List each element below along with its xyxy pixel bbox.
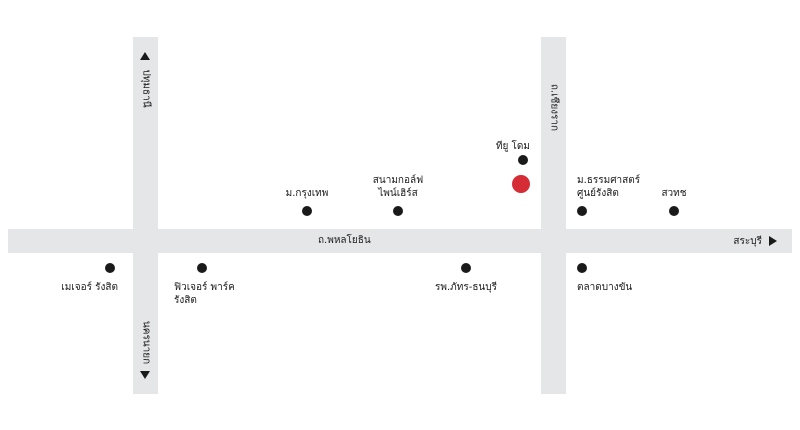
marker-future-park	[197, 263, 207, 273]
marker-phat-hospital	[461, 263, 471, 273]
label-tu-dome: ทียู โดม	[495, 141, 530, 152]
road-label-phahonyothin: ถ.พหลโยธิน	[318, 235, 371, 246]
road-phahonyothin	[8, 229, 792, 253]
label-bang-khan-market: ตลาดบางขัน	[577, 282, 633, 293]
road-label-nakhon-nayok: นครนายก	[140, 320, 152, 365]
label-phat-hospital: รพ.ภัทร-ธนบุรี	[435, 282, 497, 293]
road-label-pathum-thani: ปทุมธานี	[140, 69, 152, 108]
road-label-saraburi: สระบุรี	[733, 236, 762, 247]
marker-bangkok-university	[302, 206, 312, 216]
label-thammasat-line1: ม.ธรรมศาสตร์	[577, 175, 641, 186]
marker-tu-dome	[518, 155, 528, 165]
label-future-park-line2: รังสิต	[174, 295, 197, 306]
arrow-down-icon	[140, 371, 150, 379]
label-bangkok-university: ม.กรุงเทพ	[285, 188, 329, 199]
marker-bang-khan-market	[577, 263, 587, 273]
arrow-right-icon	[769, 236, 777, 246]
marker-golf-course	[393, 206, 403, 216]
label-tistr: สวทช	[661, 188, 687, 199]
road-chiang-rak	[541, 37, 566, 394]
label-golf-course-line2: ไพน์เฮิร์ส	[378, 188, 418, 199]
label-golf-course-line1: สนามกอล์ฟ	[372, 175, 424, 186]
label-thammasat-line2: ศูนย์รังสิต	[577, 188, 619, 199]
road-label-chiang-rak: ถ.เชียงราก	[548, 83, 560, 132]
label-major-rangsit: เมเจอร์ รังสิต	[61, 282, 118, 293]
label-future-park-line1: ฟิวเจอร์ พาร์ค	[174, 282, 235, 293]
destination-marker	[512, 175, 530, 193]
road-left-vertical	[133, 37, 158, 394]
marker-tistr	[669, 206, 679, 216]
marker-major-rangsit	[105, 263, 115, 273]
marker-thammasat	[577, 206, 587, 216]
arrow-up-icon	[140, 52, 150, 60]
